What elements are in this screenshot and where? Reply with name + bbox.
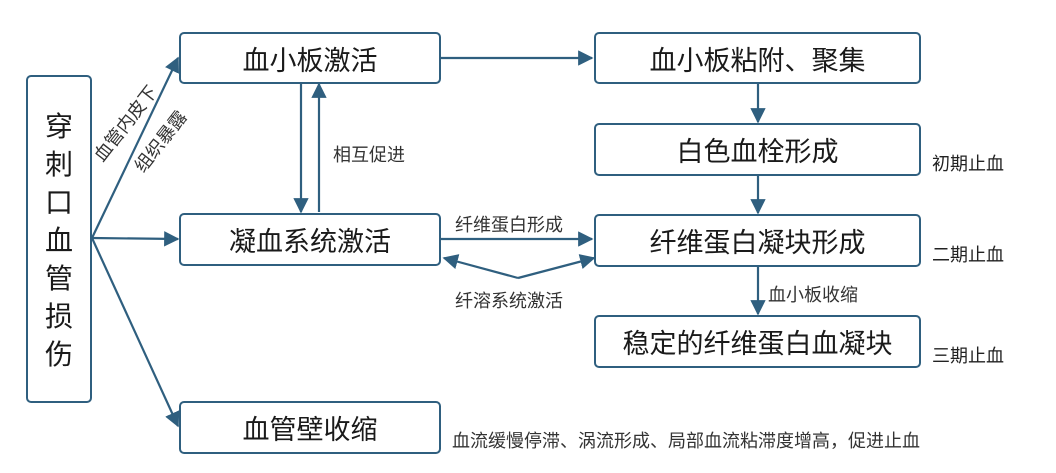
source-char: 损 xyxy=(44,300,73,333)
vessel-contraction-box: 血管壁收缩 xyxy=(179,401,441,454)
arrow-to-vessel-contraction xyxy=(90,237,180,428)
fibrin-clot-box: 纤维蛋白凝块形成 xyxy=(594,214,921,267)
vessel-contraction-label: 血管壁收缩 xyxy=(242,415,378,446)
platelet-adhesion-box: 血小板粘附、聚集 xyxy=(594,32,921,84)
arrow-fibrinolysis-right xyxy=(517,254,596,280)
source-char: 伤 xyxy=(44,338,73,371)
coagulation-activation-box: 凝血系统激活 xyxy=(179,213,441,266)
stable-clot-box: 稳定的纤维蛋白血凝块 xyxy=(594,315,921,368)
fibrinolysis-label: 纤溶系统激活 xyxy=(455,291,563,312)
blood-flow-note: 血流缓慢停滞、涡流形成、局部血流粘滞度增高，促进止血 xyxy=(452,431,920,452)
mutual-promotion-label: 相互促进 xyxy=(333,145,405,166)
arrow-to-coagulation xyxy=(91,231,180,247)
source-char: 管 xyxy=(44,262,73,295)
white-thrombus-label: 白色血栓形成 xyxy=(676,137,839,168)
arrow-to-platelet-activation xyxy=(91,56,179,239)
source-char: 刺 xyxy=(44,148,73,181)
coagulation-activation-label: 凝血系统激活 xyxy=(229,227,391,258)
source-box-vessel-injury: 穿 刺 口 血 管 损 伤 xyxy=(26,75,92,403)
white-thrombus-box: 白色血栓形成 xyxy=(594,123,921,176)
stage-initial-hemostasis: 初期止血 xyxy=(932,154,1004,175)
stage-second-hemostasis: 二期止血 xyxy=(932,245,1004,266)
platelet-activation-box: 血小板激活 xyxy=(179,32,441,84)
arrow-fibrinolysis-left xyxy=(442,254,519,280)
platelet-activation-label: 血小板激活 xyxy=(242,45,378,77)
source-char: 口 xyxy=(44,186,73,219)
stable-clot-label: 稳定的纤维蛋白血凝块 xyxy=(622,329,893,360)
stage-third-hemostasis: 三期止血 xyxy=(932,346,1004,367)
fibrin-formation-label: 纤维蛋白形成 xyxy=(455,215,563,236)
fibrin-clot-label: 纤维蛋白凝块形成 xyxy=(649,228,866,259)
platelet-adhesion-label: 血小板粘附、聚集 xyxy=(649,45,866,77)
source-char: 穿 xyxy=(44,110,73,143)
source-char: 血 xyxy=(44,224,73,257)
platelet-contraction-label: 血小板收缩 xyxy=(768,285,858,306)
